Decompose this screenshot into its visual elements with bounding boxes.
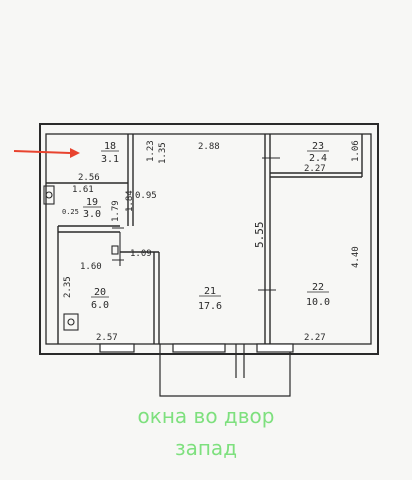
room-22-area: 10.0 [306, 297, 330, 308]
balcony-outline [159, 344, 291, 397]
arrow-shaft [13, 150, 71, 154]
window-room-22 [256, 343, 294, 353]
caption-windows: окна во двор [137, 404, 275, 428]
dim-1-06: 1.06 [351, 140, 361, 162]
window-room-20 [99, 343, 135, 353]
room-19-number: 19 [86, 197, 98, 208]
stove-fixture [63, 313, 79, 331]
dim-1-84: 1.84 [125, 190, 135, 212]
pointer-arrow [13, 148, 80, 158]
sink-drain [45, 191, 53, 199]
dim-1-79: 1.79 [111, 200, 121, 222]
room-20-number: 20 [94, 287, 106, 298]
dim-4-40: 4.40 [351, 246, 361, 268]
dim-1-23: 1.23 [146, 140, 156, 162]
room-18-area: 3.1 [101, 154, 119, 165]
room-23-number: 23 [312, 141, 324, 152]
dim-2-56: 2.56 [78, 173, 100, 183]
dim-2-27-bottom: 2.27 [304, 333, 326, 343]
fixtures [43, 185, 121, 331]
dim-0-95: 0.95 [135, 191, 157, 201]
dim-2-88: 2.88 [198, 142, 220, 152]
vent-fixture [111, 245, 119, 255]
dim-5-55: 5.55 [253, 222, 266, 249]
dim-2-57: 2.57 [96, 333, 118, 343]
dim-1-60: 1.60 [80, 262, 102, 272]
room-21-number: 21 [204, 286, 216, 297]
dim-1-61: 1.61 [72, 185, 94, 195]
caption-direction: запад [174, 436, 238, 460]
room-23-area: 2.4 [309, 153, 327, 164]
arrow-head [70, 148, 80, 158]
room-20-area: 6.0 [91, 300, 109, 311]
stove-burner [67, 318, 75, 326]
window-room-21 [172, 343, 226, 353]
room-18-number: 18 [104, 141, 116, 152]
dim-1-35: 1.35 [158, 142, 168, 164]
door-marks [112, 157, 280, 291]
room-19-area: 3.0 [83, 209, 101, 220]
outer-walls [39, 123, 379, 355]
dim-1-09: 1.09 [130, 249, 152, 259]
dim-0-25: 0.25 [62, 208, 79, 216]
room-21-area: 17.6 [198, 301, 222, 312]
dim-2-27-top: 2.27 [304, 164, 326, 174]
dim-2-35: 2.35 [63, 276, 73, 298]
outer-wall-outline [39, 123, 379, 355]
room-22-number: 22 [312, 282, 324, 293]
interior-walls [46, 134, 363, 344]
sink-fixture [43, 185, 55, 205]
windows [99, 343, 294, 397]
